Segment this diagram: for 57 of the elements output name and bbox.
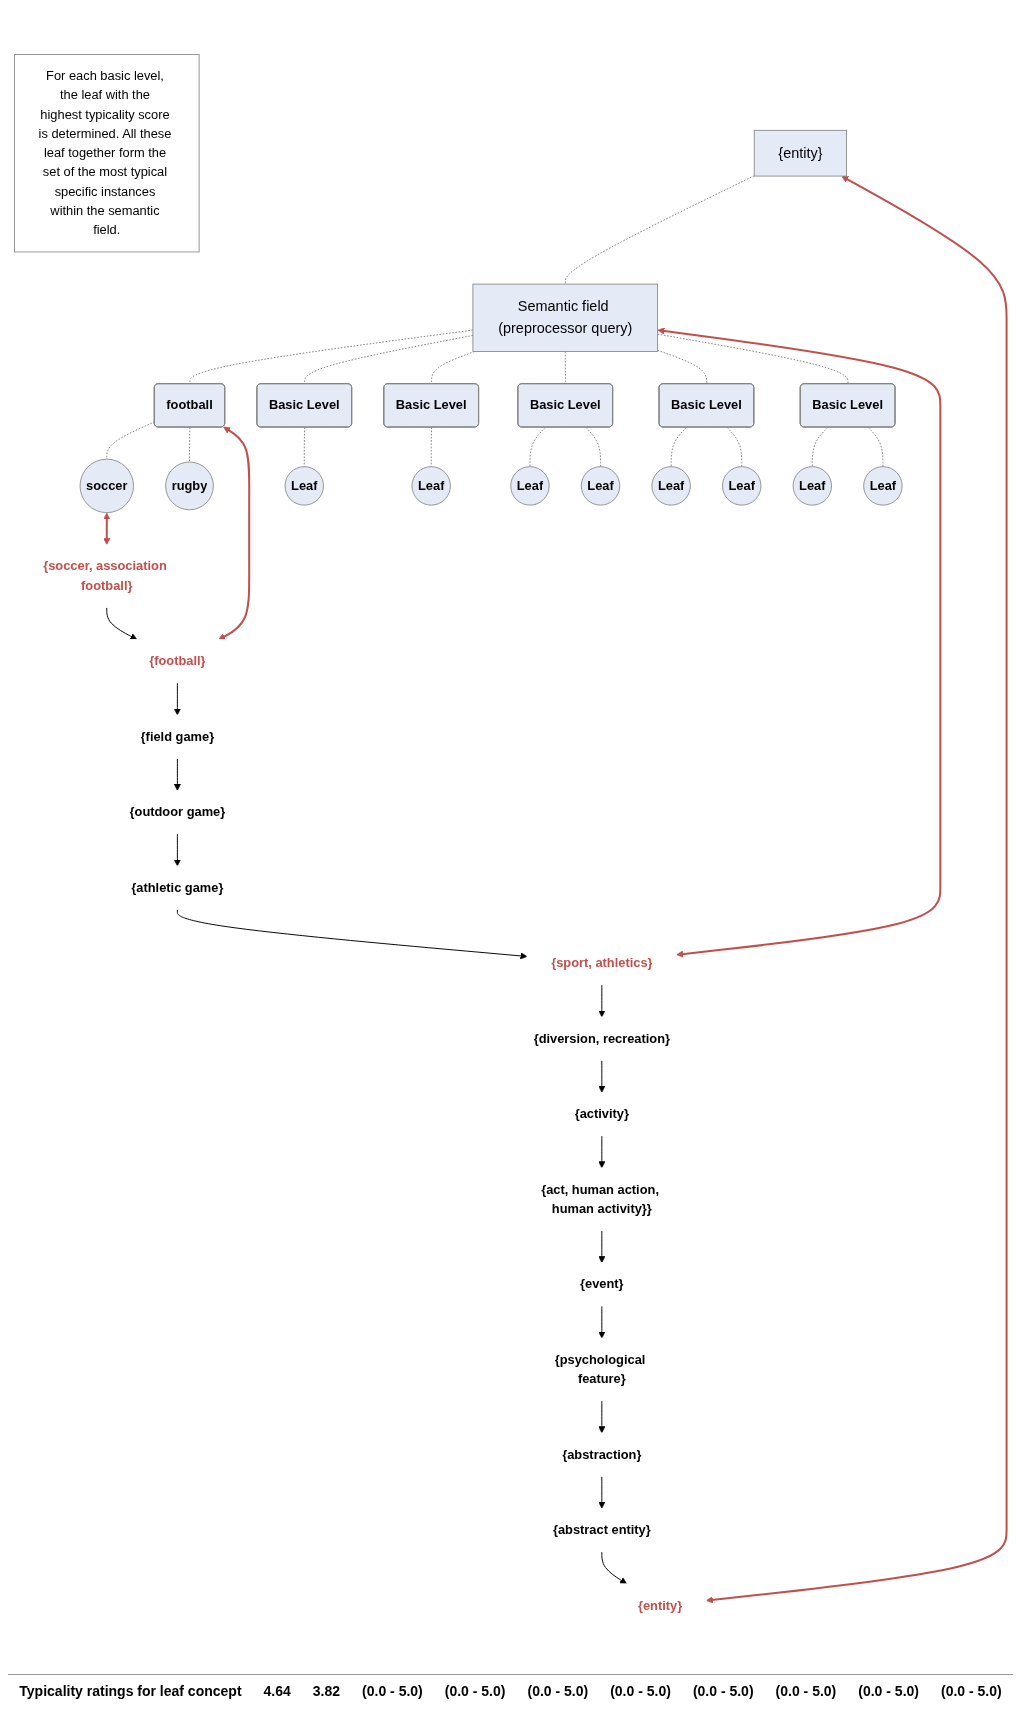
rating-label: 3.82 [312,1683,341,1699]
connector [585,427,602,468]
rating-label: (0.0 - 5.0) [527,1683,589,1699]
node-circle: Leaf [510,466,550,506]
node-box: Semantic field (preprocessor query) [472,283,658,353]
node-circle: Leaf [722,466,762,506]
node-box: For each basic level, the leaf with the highest typicality score is determined. All these leaf together form the set of the most typical specific instances within the semantic field. [14,54,200,253]
node-text: {psychological feature} [554,1352,646,1386]
connector [670,427,688,468]
arrow [657,327,942,958]
node-box: {entity} [753,130,847,177]
connector [431,351,475,385]
rating-label: (0.0 - 5.0) [941,1683,1002,1699]
node-text: {field game} [140,729,215,744]
node-circle: rugby [165,461,214,511]
rating-label: (0.0 - 5.0) [858,1683,919,1699]
node-text: {activity} [574,1107,629,1121]
node-text: {event} [580,1277,624,1291]
connector [657,350,708,385]
connector [189,329,474,385]
connector [726,427,743,468]
rating-label: Typicality ratings for leaf concept [19,1683,242,1699]
connector [189,427,191,463]
node-circle: Leaf [863,466,903,506]
connector [304,335,474,385]
node-circle: Leaf [651,466,691,506]
node-text: {sport, athletics} [551,956,653,970]
node-circle: Leaf [580,466,621,506]
rating-label: (0.0 - 5.0) [692,1683,754,1699]
node-text: {entity} [637,1598,683,1613]
node-text: {outdoor game} [129,805,226,819]
connector [430,427,433,468]
connector [564,351,567,385]
node-text: {act, human action, human activity}} [541,1182,659,1216]
node-circle: Leaf [411,466,451,506]
rating-label: (0.0 - 5.0) [775,1683,837,1699]
connector [303,427,306,468]
rating-label: (0.0 - 5.0) [610,1683,671,1699]
node-text: {soccer, association football} [43,559,167,593]
node-circle: Leaf [284,466,324,506]
node-text: {athletic game} [131,880,224,895]
node-circle: Leaf [792,466,832,506]
arrow [705,176,1008,1604]
connector [529,427,546,468]
rating-label: (0.0 - 5.0) [362,1683,423,1699]
node-text: {football} [149,654,206,668]
node-circle: soccer [79,458,134,514]
connector [657,333,849,385]
rating-label: 4.64 [263,1683,291,1699]
rating-label: (0.0 - 5.0) [444,1683,506,1699]
arrow [103,512,111,546]
node-text: {diversion, recreation} [533,1031,671,1046]
arrow [218,426,251,640]
connector [811,427,829,468]
node-text: {abstraction} [562,1447,642,1462]
connector [867,427,884,468]
node-text: {abstract entity} [552,1523,651,1537]
